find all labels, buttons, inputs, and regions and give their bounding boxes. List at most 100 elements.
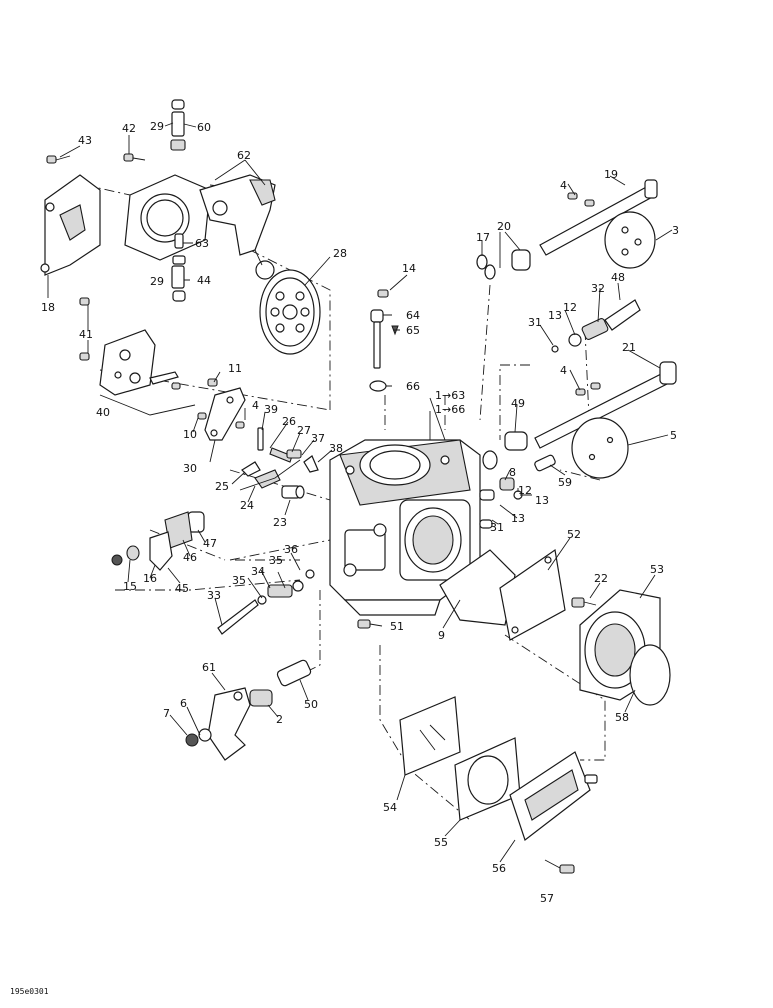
callout-52: 52 xyxy=(567,528,581,541)
callout-44: 44 xyxy=(197,274,211,287)
flange-plate-drawing xyxy=(124,174,211,261)
callout-65: 65 xyxy=(406,324,420,337)
callout-20: 20 xyxy=(497,220,511,233)
part-33-screw-assembly-drawing xyxy=(217,569,315,635)
callout-39: 39 xyxy=(264,403,278,416)
callout-29: 29 xyxy=(150,275,164,288)
callout-13: 13 xyxy=(548,309,562,322)
callout-8: 8 xyxy=(509,466,516,479)
callout-9: 9 xyxy=(438,629,445,642)
part-32-screw-drawing xyxy=(551,299,641,353)
callout-21: 21 xyxy=(622,341,636,354)
callout-51: 51 xyxy=(390,620,404,633)
carburetor-body-drawing xyxy=(329,439,495,616)
part-62-linkage-drawing xyxy=(199,174,276,280)
callout-2: 2 xyxy=(276,713,283,726)
part-45-lever-assembly-drawing xyxy=(111,511,205,571)
callout-22: 22 xyxy=(594,572,608,585)
callout-58: 58 xyxy=(615,711,629,724)
callout-1-to-66: 1→66 xyxy=(435,403,465,416)
callout-10: 10 xyxy=(183,428,197,441)
callout-6: 6 xyxy=(180,697,187,710)
part-18-bracket-drawing xyxy=(40,174,101,276)
callout-33: 33 xyxy=(207,589,221,602)
callout-43: 43 xyxy=(78,134,92,147)
callout-50: 50 xyxy=(304,698,318,711)
callout-12: 12 xyxy=(563,301,577,314)
callout-53: 53 xyxy=(650,563,664,576)
part-23-jet-drawing xyxy=(281,485,305,499)
callout-62: 62 xyxy=(237,149,251,162)
part-42-screw-drawing xyxy=(123,153,146,162)
part-30-plate-drawing xyxy=(197,378,246,441)
callout-12: 12 xyxy=(518,484,532,497)
callout-40: 40 xyxy=(96,406,110,419)
part-52-plate-drawing xyxy=(499,548,566,641)
callout-34: 34 xyxy=(251,565,265,578)
callout-29: 29 xyxy=(150,120,164,133)
drawing-code: 195e0301 xyxy=(10,987,49,996)
callout-13: 13 xyxy=(511,512,525,525)
callout-24: 24 xyxy=(240,499,254,512)
callout-4: 4 xyxy=(252,399,259,412)
callout-64: 64 xyxy=(406,309,420,322)
callout-66: 66 xyxy=(406,380,420,393)
callout-1-to-63: 1→63 xyxy=(435,389,465,402)
callout-38: 38 xyxy=(329,442,343,455)
part-40-cover-drawing xyxy=(79,297,196,416)
callout-49: 49 xyxy=(511,397,525,410)
callout-16: 16 xyxy=(143,572,157,585)
part-21-choke-shaft-drawing xyxy=(504,361,677,479)
callout-42: 42 xyxy=(122,122,136,135)
part-61-lever-assembly-drawing xyxy=(185,659,312,761)
callout-37: 37 xyxy=(311,432,325,445)
callout-labels: 43 42 29 60 62 63 29 44 18 28 41 40 11 4… xyxy=(41,120,679,905)
part-28-disc-drawing xyxy=(259,269,321,355)
callout-60: 60 xyxy=(197,121,211,134)
callout-41: 41 xyxy=(79,328,93,341)
callout-23: 23 xyxy=(273,516,287,529)
callout-11: 11 xyxy=(228,362,242,375)
part-57-screw-drawing xyxy=(544,859,575,874)
callout-26: 26 xyxy=(282,415,296,428)
callout-36: 36 xyxy=(284,543,298,556)
callout-63: 63 xyxy=(195,237,209,250)
callout-48: 48 xyxy=(611,271,625,284)
callout-61: 61 xyxy=(202,661,216,674)
callout-25: 25 xyxy=(215,480,229,493)
callout-7: 7 xyxy=(163,707,170,720)
callout-55: 55 xyxy=(434,836,448,849)
callout-28: 28 xyxy=(333,247,347,260)
callout-4: 4 xyxy=(560,364,567,377)
callout-47: 47 xyxy=(203,537,217,550)
part-64-bolt-drawing xyxy=(369,289,399,392)
part-55-gasket-drawing xyxy=(454,737,521,821)
part-51-plug-drawing xyxy=(357,619,371,629)
part-53-pump-cover-drawing xyxy=(571,589,671,706)
callout-13: 13 xyxy=(535,494,549,507)
callout-19: 19 xyxy=(604,168,618,181)
callout-4: 4 xyxy=(560,179,567,192)
part-26-needle-drawing xyxy=(257,427,319,473)
callout-35: 35 xyxy=(269,554,283,567)
part-59-jet-screw-drawing xyxy=(482,450,556,500)
callout-3: 3 xyxy=(672,224,679,237)
callout-31: 31 xyxy=(528,316,542,329)
part-60-sleeve-drawing xyxy=(170,99,186,151)
assembly-guide-lines xyxy=(84,184,606,821)
callout-45: 45 xyxy=(175,582,189,595)
callout-31: 31 xyxy=(490,521,504,534)
callout-15: 15 xyxy=(123,580,137,593)
leader-lines xyxy=(47,122,673,863)
callout-32: 32 xyxy=(591,282,605,295)
callout-56: 56 xyxy=(492,862,506,875)
part-56-pump-body-drawing xyxy=(509,751,598,841)
callout-35: 35 xyxy=(232,574,246,587)
callout-18: 18 xyxy=(41,301,55,314)
callout-54: 54 xyxy=(383,801,397,814)
callout-59: 59 xyxy=(558,476,572,489)
callout-46: 46 xyxy=(183,551,197,564)
callout-30: 30 xyxy=(183,462,197,475)
